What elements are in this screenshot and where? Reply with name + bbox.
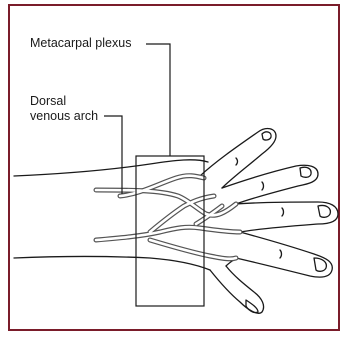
finger-little-outline bbox=[236, 232, 332, 277]
forearm-bottom-outline bbox=[14, 257, 210, 271]
thumb-outline bbox=[210, 266, 264, 313]
leader-metacarpal-plexus bbox=[146, 44, 170, 156]
label-dorsal-line2: venous arch bbox=[30, 109, 98, 124]
label-metacarpal-plexus: Metacarpal plexus bbox=[30, 36, 131, 51]
forearm-top-outline bbox=[14, 160, 208, 176]
label-dorsal-venous-arch: Dorsal venous arch bbox=[30, 94, 98, 124]
finger-middle-nail bbox=[300, 167, 311, 177]
finger-index-nail bbox=[262, 132, 271, 140]
finger-index-outline bbox=[200, 129, 276, 188]
leader-dorsal-arch bbox=[104, 116, 122, 194]
finger-ring-nail bbox=[318, 205, 330, 217]
finger-middle-outline bbox=[222, 165, 318, 204]
veins bbox=[96, 176, 240, 259]
label-dorsal-line1: Dorsal bbox=[30, 94, 98, 109]
finger-little-nail bbox=[314, 258, 326, 271]
